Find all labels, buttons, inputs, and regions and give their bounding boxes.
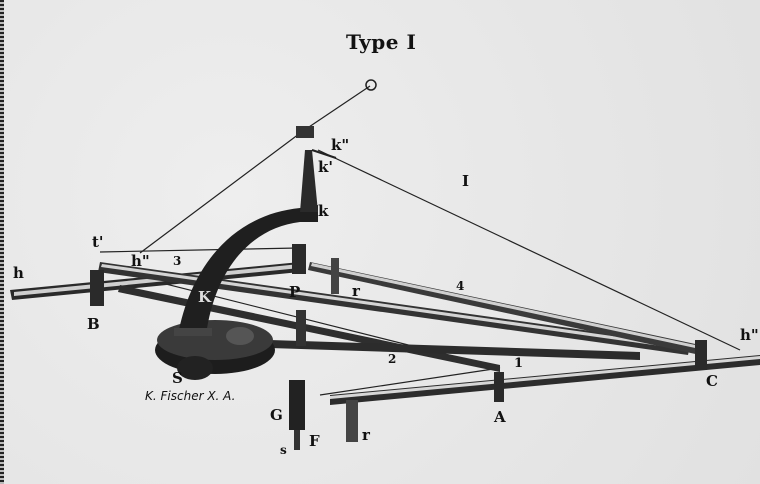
label-r-upper: r — [352, 282, 360, 300]
label-h-double-prime-right: h" — [740, 326, 759, 344]
label-r-lower: r — [362, 426, 370, 444]
label-C: C — [706, 372, 718, 390]
label-one: 1 — [514, 356, 524, 371]
label-P: P — [289, 283, 301, 301]
label-h-left: h — [13, 264, 24, 282]
plate-title: Type I — [346, 30, 417, 54]
label-B: B — [87, 315, 100, 333]
label-s: s — [280, 443, 287, 457]
label-k-double-prime: k" — [331, 136, 350, 154]
label-F: F — [309, 432, 320, 450]
label-h-double-prime-left: h" — [131, 252, 150, 270]
rod-number-2: 2 — [388, 352, 397, 366]
label-k-prime: k' — [318, 158, 333, 176]
label-S: S — [172, 369, 183, 387]
rod-number-4: 4 — [456, 279, 465, 293]
rod-number-3: 3 — [173, 254, 182, 268]
scan-edge — [0, 0, 4, 484]
label-G: G — [270, 406, 283, 424]
engraver-signature: K. Fischer X. A. — [145, 389, 236, 403]
figure-number: I — [462, 172, 470, 190]
label-K: K — [198, 288, 212, 306]
label-k: k — [318, 202, 329, 220]
label-A: A — [494, 408, 506, 426]
label-t-prime: t' — [92, 233, 104, 251]
